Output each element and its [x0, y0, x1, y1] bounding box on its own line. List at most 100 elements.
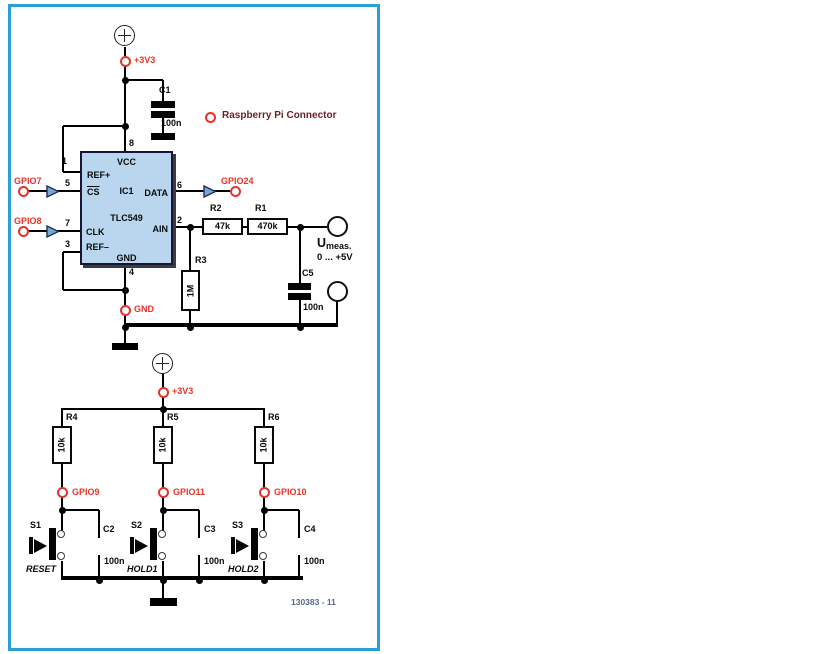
junction-dot: [159, 576, 167, 584]
rpi-pin-gpio7: [18, 186, 29, 197]
resistor-R3: 1M: [181, 270, 200, 311]
junction-dot: [121, 286, 129, 294]
wire-segment: [299, 227, 301, 283]
wire-segment: [189, 227, 191, 270]
wire-segment: [162, 582, 164, 598]
capacitor-designator: C1: [159, 85, 171, 95]
rpi-pin-gpio10: [259, 487, 270, 498]
plus-icon: [123, 29, 126, 42]
resistor-R1: 470k: [247, 218, 288, 235]
junction-dot: [195, 576, 203, 584]
switch-designator-S1: S1: [30, 520, 42, 530]
ic-pin-name-gnd: GND: [116, 253, 137, 263]
gpio11-label: GPIO11: [173, 487, 206, 497]
switch-contact: [259, 552, 268, 561]
wire-segment: [63, 171, 80, 173]
junction-dot: [58, 506, 66, 514]
wire-segment: [125, 79, 163, 81]
wire-segment: [98, 555, 100, 580]
rpi-pin-gnd: [120, 305, 131, 316]
pin-number-5: 5: [65, 178, 71, 188]
wire-segment: [162, 118, 164, 133]
capacitor-value-C3: 100n: [204, 556, 225, 566]
wire-segment: [63, 289, 126, 291]
pin-number-4: 4: [129, 267, 135, 277]
capacitor-designator-C4: C4: [304, 524, 316, 534]
schematic-frame: [8, 4, 380, 651]
switch-contact: [57, 530, 66, 539]
resistor-R6: 10k: [254, 426, 274, 464]
rail-label-3v3-bottom: +3V3: [172, 386, 194, 396]
wire-segment: [286, 226, 327, 228]
wire-segment: [263, 561, 265, 580]
wire-segment: [189, 307, 191, 327]
resistor-designator-R3: R3: [195, 255, 207, 265]
ic-pin-name-refm: REF–: [86, 242, 110, 252]
measurement-terminal-plus: [327, 216, 348, 237]
ic-pin-name-data: DATA: [144, 188, 168, 198]
ground-symbol: [151, 133, 175, 140]
gpio10-label: GPIO10: [274, 487, 307, 497]
power-supply-symbol: [114, 25, 135, 46]
resistor-value: 1M: [185, 284, 196, 297]
switch-actuator-bar: [130, 537, 134, 554]
wire-segment: [198, 555, 200, 580]
pin-number-2: 2: [177, 215, 183, 225]
rpi-pin-gpio8: [18, 226, 29, 237]
wire-segment: [336, 300, 338, 327]
switch-function-hold1: HOLD1: [127, 564, 158, 574]
switch-press-arrow-icon: [236, 539, 249, 553]
ic-pin-name-vcc: VCC: [116, 157, 136, 167]
power-supply-symbol: [152, 353, 173, 374]
switch-bridge-bar: [150, 528, 157, 560]
junction-dot: [95, 576, 103, 584]
rpi-pin-gpio11: [158, 487, 169, 498]
switch-actuator-bar: [29, 537, 33, 554]
ic-pin-name-ain: AIN: [152, 224, 169, 234]
capacitor-designator: C5: [302, 268, 314, 278]
rpi-pin-3v3-top: [120, 56, 131, 67]
capacitor-plate: [151, 101, 175, 108]
capacitor-plate: [288, 283, 311, 290]
wire-segment: [162, 80, 164, 101]
resistor-R5: 10k: [153, 426, 173, 464]
resistor-designator-R6: R6: [268, 412, 280, 422]
signal-arrow-right-icon: [46, 225, 60, 238]
wire-segment: [299, 300, 301, 327]
wire-segment: [125, 322, 338, 328]
legend-label: Raspberry Pi Connector: [222, 110, 337, 121]
resistor-designator-R4: R4: [66, 412, 78, 422]
capacitor-value: 100n: [161, 118, 182, 128]
junction-dot: [186, 223, 194, 231]
plus-icon: [161, 357, 164, 370]
switch-contact: [158, 552, 167, 561]
pin-number-8: 8: [129, 138, 135, 148]
pin-number-1: 1: [62, 156, 68, 166]
ic-pin-name-refp: REF+: [87, 170, 111, 180]
gpio9-label: GPIO9: [72, 487, 100, 497]
ic-designator: IC1: [119, 186, 134, 196]
rail-label-3v3-top: +3V3: [134, 55, 156, 65]
signal-arrow-right-icon: [203, 185, 217, 198]
junction-dot: [296, 323, 304, 331]
ground-symbol: [150, 598, 177, 606]
junction-dot: [260, 506, 268, 514]
resistor-designator-R1: R1: [255, 203, 267, 213]
wire-segment: [98, 510, 100, 538]
resistor-value: 10k: [57, 437, 67, 453]
switch-designator-S3: S3: [232, 520, 244, 530]
resistor-value: 47k: [214, 220, 231, 231]
junction-dot: [121, 76, 129, 84]
measurement-terminal-minus: [327, 281, 348, 302]
wire-segment: [124, 263, 126, 343]
measurement-range: 0 ... +5V: [317, 252, 353, 263]
resistor-value: 10k: [259, 437, 269, 453]
wire-segment: [124, 47, 126, 151]
capacitor-value-C4: 100n: [304, 556, 325, 566]
gpio7-label: GPIO7: [14, 176, 42, 186]
wire-segment: [162, 409, 164, 426]
pin-number-3: 3: [65, 239, 71, 249]
pin-number-7: 7: [65, 218, 71, 228]
junction-dot: [186, 323, 194, 331]
